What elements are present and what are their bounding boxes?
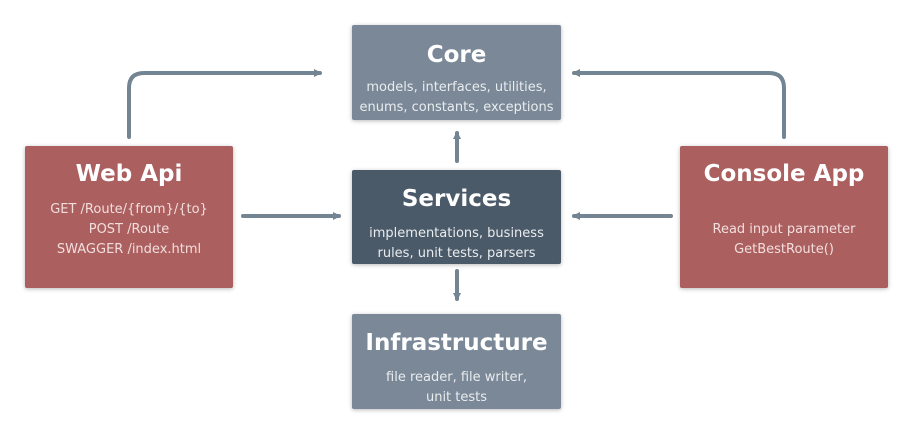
services-desc-line1: implementations, business xyxy=(369,226,544,241)
services-title: Services xyxy=(401,186,512,212)
infrastructure-desc-line2: unit tests xyxy=(425,390,488,405)
web-api-title: Web Api xyxy=(75,161,183,187)
services-box: Services implementations, business rules… xyxy=(352,170,561,264)
core-title: Core xyxy=(426,42,487,68)
web-api-desc-line3: SWAGGER /index.html xyxy=(56,242,202,257)
console-app-box: Console App Read input parameter GetBest… xyxy=(680,146,888,288)
arrow-console-to-core xyxy=(572,69,786,139)
console-app-title: Console App xyxy=(703,161,865,187)
console-app-desc-line1: Read input parameter xyxy=(712,222,856,237)
infrastructure-desc-line1: file reader, file writer, xyxy=(386,370,527,385)
core-desc-line2: enums, constants, exceptions xyxy=(359,100,554,115)
web-api-box: Web Api GET /Route/{from}/{to} POST /Rou… xyxy=(25,146,233,288)
core-box: Core models, interfaces, utilities, enum… xyxy=(352,25,561,120)
console-app-desc-line2: GetBestRoute() xyxy=(734,242,834,257)
infrastructure-title: Infrastructure xyxy=(365,330,548,356)
web-api-desc-line2: POST /Route xyxy=(88,222,170,237)
services-desc-line2: rules, unit tests, parsers xyxy=(377,246,536,261)
arrow-webapi-to-core xyxy=(127,69,322,139)
core-desc-line1: models, interfaces, utilities, xyxy=(366,80,547,95)
web-api-desc-line1: GET /Route/{from}/{to} xyxy=(50,202,208,217)
infrastructure-box: Infrastructure file reader, file writer,… xyxy=(352,314,561,409)
